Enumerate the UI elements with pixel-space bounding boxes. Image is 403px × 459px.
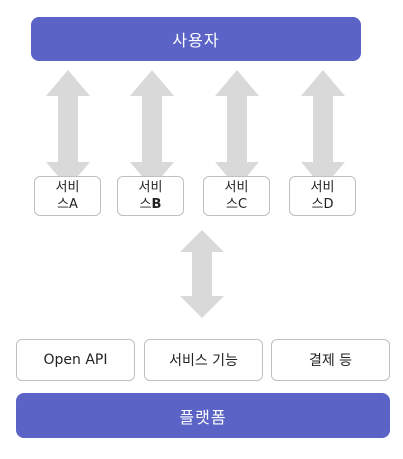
- feature-box-open-api: Open API: [16, 339, 135, 381]
- service-box-b: 서비 스B: [117, 176, 184, 216]
- platform-bar-label: 플랫폼: [179, 407, 227, 427]
- feature-label: Open API: [43, 352, 108, 368]
- double-arrow-icon: [130, 70, 174, 188]
- service-label-line1: 서비: [224, 180, 249, 195]
- service-box-c: 서비 스C: [203, 176, 270, 216]
- platform-bar: 플랫폼: [16, 393, 390, 438]
- service-label-line2: 스A: [57, 197, 78, 212]
- service-box-d: 서비 스D: [289, 176, 356, 216]
- service-label-line2: 스C: [225, 197, 248, 212]
- feature-label: 서비스 기능: [169, 353, 238, 369]
- service-label-line1: 서비: [55, 180, 80, 195]
- service-label-line2: 스D: [311, 197, 334, 212]
- double-arrow-icon: [180, 230, 224, 318]
- service-label-line1: 서비: [310, 180, 335, 195]
- feature-box-payment: 결제 등: [271, 339, 390, 381]
- user-bar: 사용자: [31, 17, 361, 61]
- double-arrow-icon: [215, 70, 259, 188]
- feature-box-service-functions: 서비스 기능: [144, 339, 263, 381]
- service-label-line2: 스B: [139, 197, 162, 212]
- service-label-line1: 서비: [138, 180, 163, 195]
- double-arrow-icon: [301, 70, 345, 188]
- double-arrow-icon: [46, 70, 90, 188]
- user-bar-label: 사용자: [172, 31, 220, 50]
- service-box-a: 서비 스A: [34, 176, 101, 216]
- feature-label: 결제 등: [308, 353, 353, 369]
